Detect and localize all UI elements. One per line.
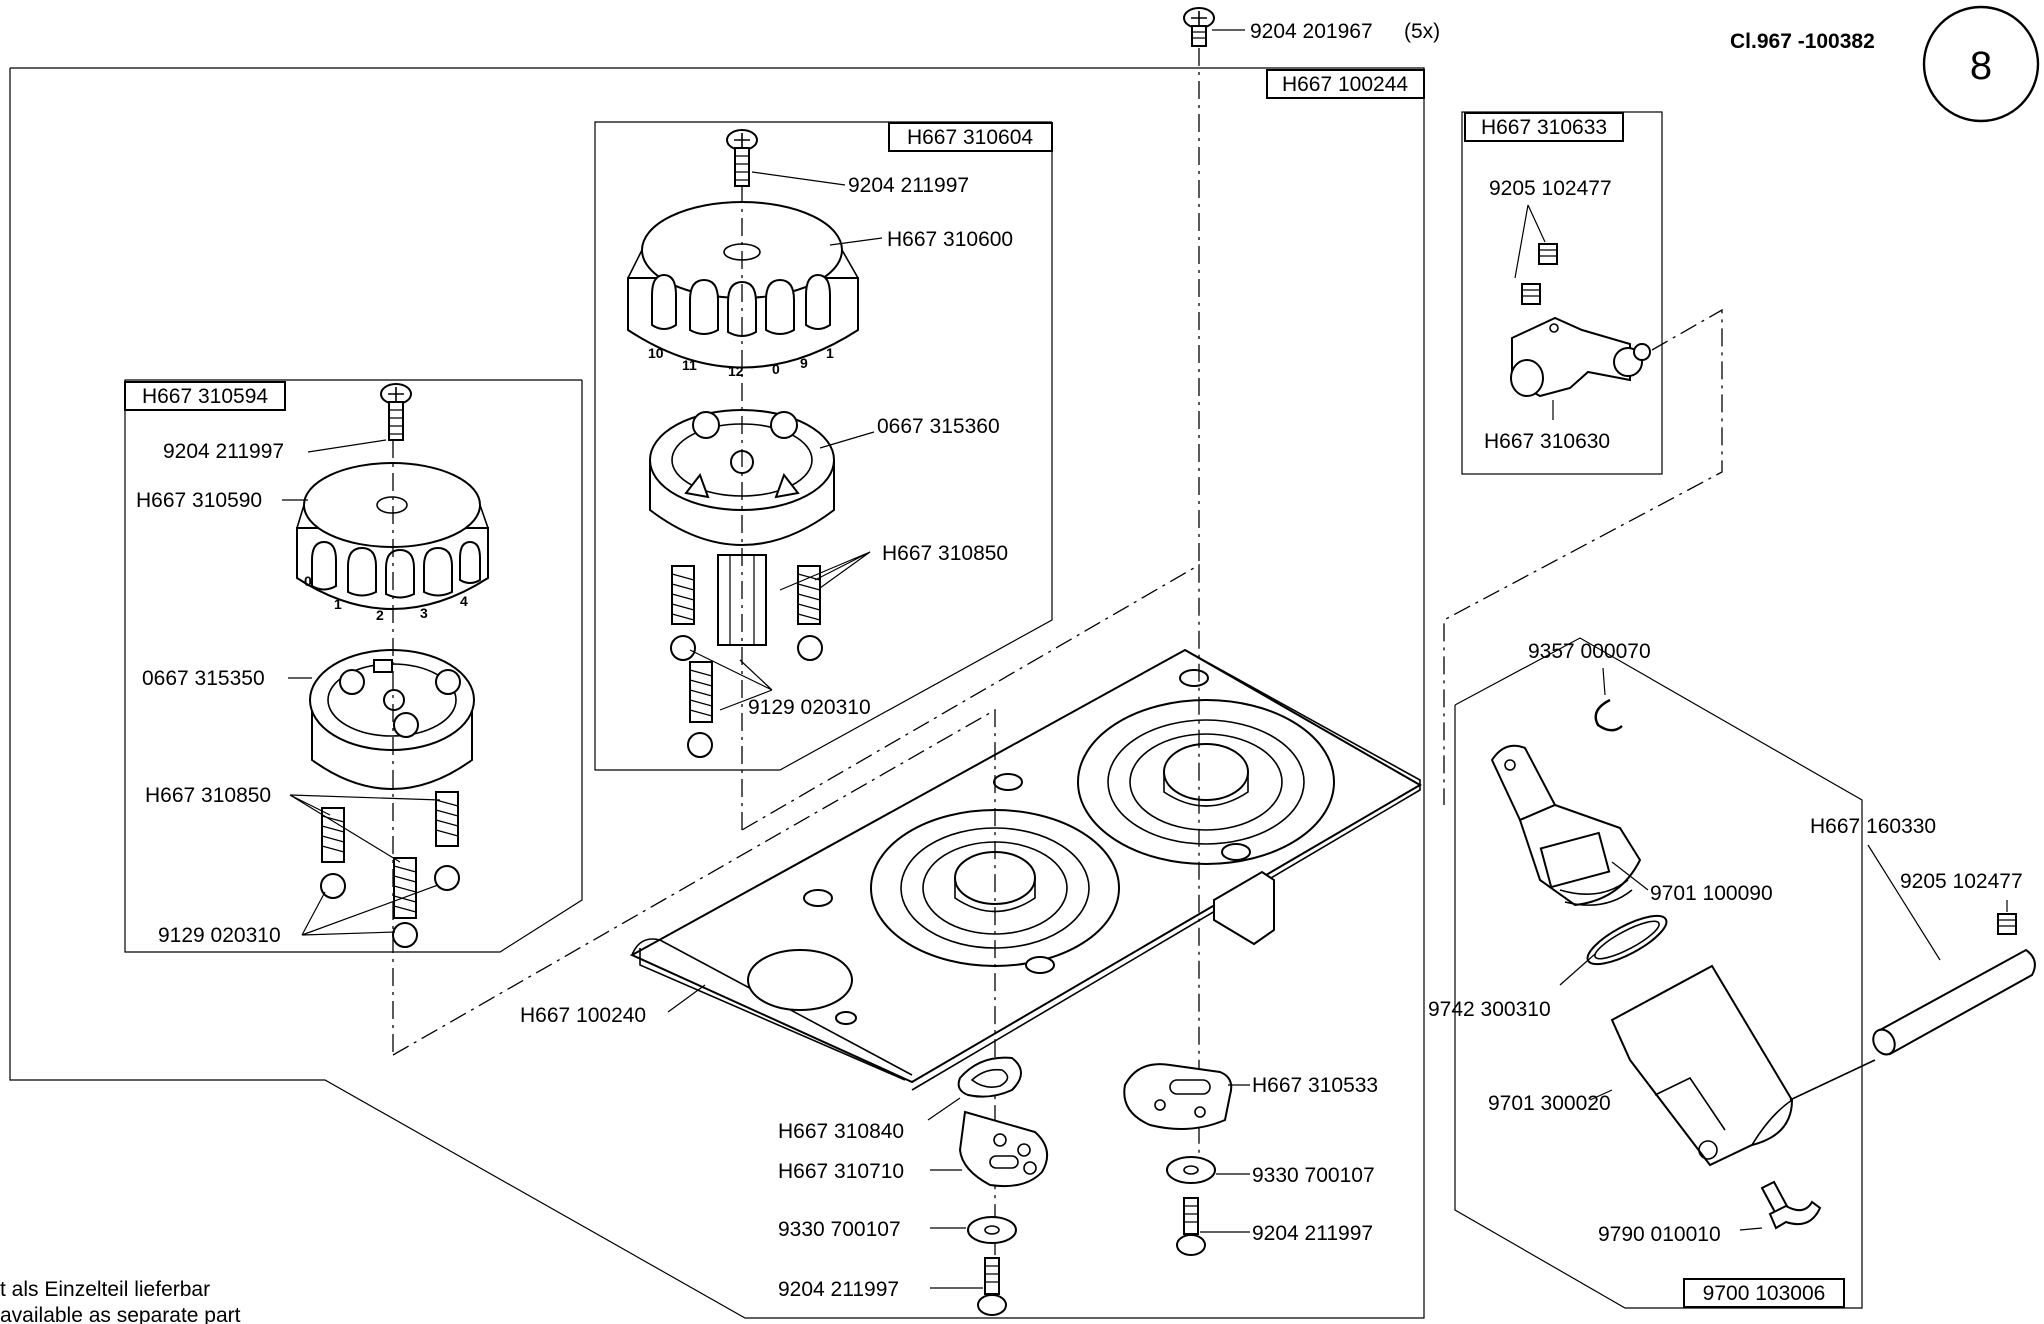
lever-group-box — [1464, 112, 1624, 142]
svg-text:2: 2 — [376, 607, 384, 623]
svg-text:11: 11 — [682, 357, 697, 373]
label-ball-right: 9129 020310 — [748, 696, 871, 719]
label-guide: H667 310840 — [778, 1120, 904, 1143]
svg-text:1: 1 — [826, 345, 834, 361]
cylinder-group-number: 9700 103006 — [1703, 1282, 1826, 1305]
svg-text:0: 0 — [304, 573, 312, 589]
label-cyl-body: 9701 300020 — [1488, 1092, 1611, 1115]
label-cam-left: H667 310710 — [778, 1160, 904, 1183]
knob-left-group-number: H667 310594 — [142, 385, 268, 408]
label-fitting: 9790 010010 — [1598, 1223, 1721, 1246]
lever-part — [1510, 316, 1651, 398]
label-plate: H667 100240 — [520, 1004, 646, 1027]
rod — [1872, 948, 2036, 1056]
label-screw-top-qty: (5x) — [1404, 20, 1440, 43]
o-ring — [1586, 914, 1668, 966]
knob-left-scale: 0 1 2 3 4 — [304, 573, 468, 623]
cylinder-group-box — [1683, 1278, 1845, 1308]
label-hub-right: 0667 315360 — [877, 415, 1000, 438]
label-screw-left-bottom: 9204 211997 — [778, 1278, 899, 1301]
knob-left-group-box — [124, 381, 286, 411]
washer-right — [1166, 1156, 1216, 1184]
cylinder-body — [1610, 964, 1794, 1167]
label-washer-left: 9330 700107 — [778, 1218, 901, 1241]
label-knob-left: H667 310590 — [136, 489, 262, 512]
label-rod: H667 160330 — [1810, 815, 1936, 838]
label-piston: 9701 100090 — [1650, 882, 1773, 905]
label-o-ring: 9742 300310 — [1428, 998, 1551, 1021]
main-assembly-box — [1266, 69, 1425, 99]
screw-left-bottom — [977, 1257, 1007, 1316]
main-assembly-number: H667 100244 — [1282, 73, 1408, 96]
label-lever: H667 310630 — [1484, 430, 1610, 453]
label-setscrew-lever: 9205 102477 — [1489, 177, 1612, 200]
footnote-english: available as separate part — [0, 1304, 241, 1324]
guide-ring — [957, 1056, 1022, 1098]
label-screw-top: 9204 201967 — [1250, 20, 1373, 43]
knob-right-group-box — [888, 122, 1053, 152]
label-circlip: 9357 000070 — [1528, 640, 1651, 663]
fitting — [1760, 1180, 1822, 1230]
knob-left-group-outline — [124, 379, 583, 953]
svg-text:10: 10 — [648, 345, 664, 361]
svg-text:1: 1 — [334, 596, 342, 612]
label-screw-knob-right: 9204 211997 — [848, 174, 969, 197]
knob-right-screw — [726, 129, 758, 187]
svg-text:3: 3 — [420, 605, 428, 621]
label-hub-left: 0667 315350 — [142, 667, 265, 690]
piston — [1490, 744, 1642, 907]
svg-text:0: 0 — [772, 361, 780, 377]
lever-group-outline — [1461, 111, 1663, 475]
label-spring-left: H667 310850 — [145, 784, 271, 807]
label-spring-right: H667 310850 — [882, 542, 1008, 565]
cover-plate — [629, 648, 1422, 1091]
circlip — [1594, 698, 1623, 732]
springs-left — [321, 791, 459, 919]
label-screw-knob-left: 9204 211997 — [163, 440, 284, 463]
lever-setscrews — [1521, 243, 1558, 305]
knob-right-group-number: H667 310604 — [907, 126, 1033, 149]
document-reference: Cl.967 -100382 — [1730, 30, 1875, 53]
balls-left — [320, 865, 460, 948]
label-screw-right-bottom: 9204 211997 — [1252, 1222, 1373, 1245]
rod-setscrew — [1997, 913, 2017, 935]
cylinder-group-outline — [1454, 637, 1863, 1309]
knob-right — [627, 201, 859, 369]
svg-text:12: 12 — [728, 363, 744, 379]
knob-left-screw — [380, 383, 412, 441]
page-number: 8 — [1970, 44, 1992, 88]
footnote-german: t als Einzelteil lieferbar — [0, 1278, 210, 1301]
main-assembly-outline — [9, 67, 1425, 1319]
cam-right — [1123, 1063, 1233, 1130]
top-screw — [1183, 7, 1215, 47]
cam-left — [958, 1110, 1049, 1188]
label-knob-right: H667 310600 — [887, 228, 1013, 251]
knob-right-scale: 10 11 12 0 9 1 — [648, 345, 834, 379]
washer-left — [967, 1216, 1017, 1244]
label-ball-left: 9129 020310 — [158, 924, 281, 947]
svg-text:9: 9 — [800, 355, 808, 371]
balls-right — [670, 635, 823, 758]
label-rod-setscrew: 9205 102477 — [1900, 870, 2023, 893]
knob-left — [296, 462, 489, 610]
hub-left — [309, 649, 475, 790]
label-washer-right: 9330 700107 — [1252, 1164, 1375, 1187]
page-number-circle — [1922, 5, 2040, 123]
knob-right-group-outline — [594, 121, 1053, 771]
lever-group-number: H667 310633 — [1481, 116, 1607, 139]
screw-right-bottom — [1176, 1197, 1206, 1256]
svg-text:4: 4 — [460, 593, 468, 609]
label-cam-right: H667 310533 — [1252, 1074, 1378, 1097]
